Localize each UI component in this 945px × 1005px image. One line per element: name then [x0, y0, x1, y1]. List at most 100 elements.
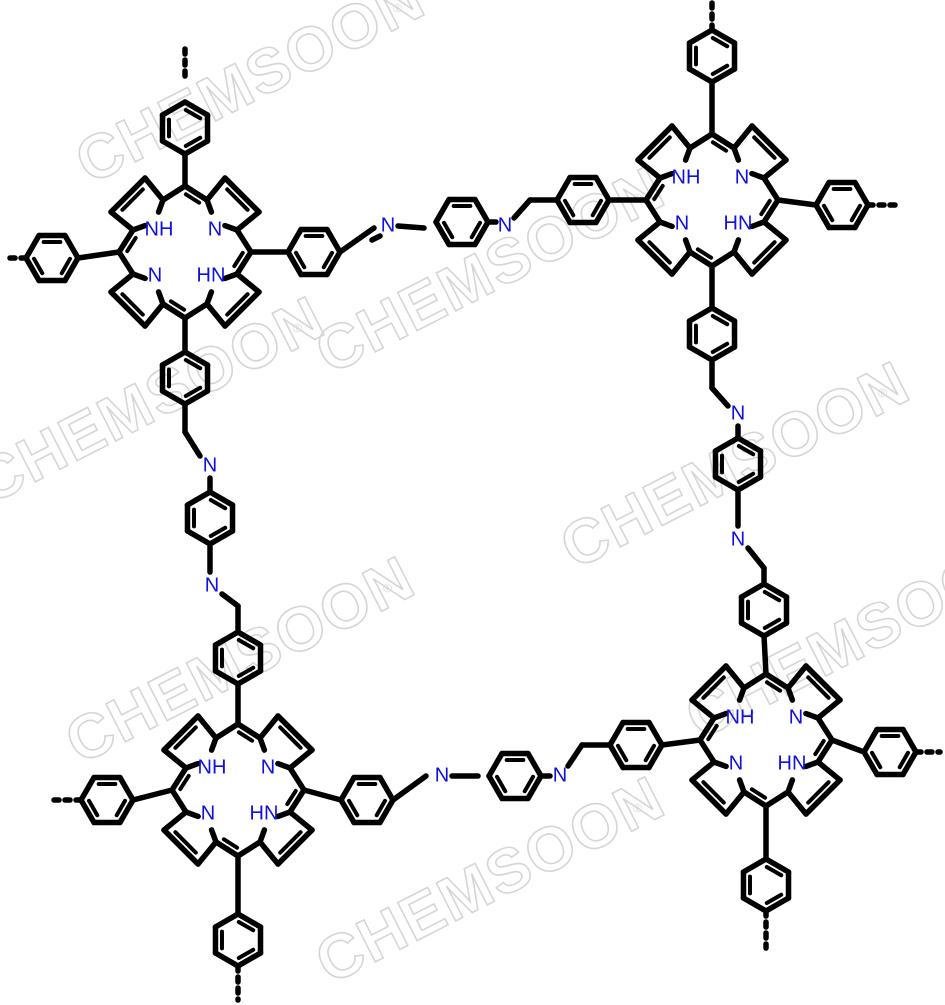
- n-label: N: [789, 706, 803, 728]
- bond: [761, 633, 769, 677]
- porphyrin-bond: [689, 777, 729, 817]
- porphyrin-bond: [741, 789, 769, 809]
- ring-bond: [377, 774, 396, 803]
- bond: [130, 787, 175, 803]
- porphyrin-bond: [287, 747, 315, 771]
- ring-bond: [735, 474, 764, 493]
- ring-bond: [593, 174, 612, 203]
- porphyrin-bond: [761, 157, 789, 181]
- ring-bond: [740, 895, 769, 914]
- bond: [659, 737, 703, 748]
- porphyrin-double-bond: [120, 187, 145, 212]
- porphyrin-bond: [161, 747, 189, 771]
- imine-n-label: N: [203, 454, 217, 476]
- n-label: N: [261, 756, 275, 778]
- ring-bond: [338, 797, 357, 826]
- bond: [301, 787, 344, 803]
- n-label: N: [208, 218, 222, 240]
- porphyrin-double-bond: [695, 247, 714, 260]
- ring-bond: [554, 197, 573, 226]
- ring-bond: [182, 349, 211, 368]
- porphyrin-double-bond: [225, 292, 250, 317]
- ring-double-bond: [849, 203, 863, 223]
- porphyrin-bond: [635, 219, 663, 243]
- ring-double-bond: [346, 798, 360, 818]
- n-label: N: [735, 166, 749, 188]
- ring-bond: [159, 388, 188, 407]
- ring-bond: [712, 474, 741, 493]
- porphyrin-double-bond: [806, 780, 831, 805]
- ring-bond: [117, 797, 136, 826]
- porphyrin-bond: [709, 249, 737, 269]
- porphyrin-bond: [815, 715, 835, 743]
- porphyrin-bond: [709, 131, 737, 151]
- ring-bond: [212, 629, 241, 648]
- porphyrin-bond: [287, 809, 315, 833]
- ring-double-bond: [183, 107, 203, 121]
- ring-double-bond: [710, 313, 730, 327]
- ring-double-bond: [762, 589, 782, 603]
- porphyrin-double-bond: [225, 187, 250, 212]
- nh-label: NH: [672, 166, 701, 188]
- ring-bond: [235, 629, 264, 648]
- porphyrin-bond: [803, 777, 843, 817]
- ring-bond: [813, 179, 832, 208]
- imine-n-label: N: [435, 764, 449, 786]
- ring-bond: [433, 196, 452, 225]
- ring-bond: [324, 226, 343, 255]
- ring-double-bond: [736, 471, 756, 485]
- porphyrin-bond: [635, 123, 675, 163]
- porphyrin-double-bond: [652, 183, 665, 202]
- watermark-text: CHEMSOON: [305, 153, 676, 388]
- porphyrin-bond: [234, 209, 262, 233]
- n-label: N: [201, 802, 215, 824]
- porphyrin-bond: [785, 789, 809, 817]
- terminal-phenyl-ring: [686, 27, 738, 85]
- hn-label: HN: [778, 752, 807, 774]
- ring-bond: [738, 581, 767, 600]
- n-label: N: [148, 264, 162, 286]
- bond-n: [369, 233, 383, 243]
- ring-double-bond: [869, 750, 883, 770]
- porphyrin-double-bond: [759, 198, 772, 217]
- phenylene-ring: [184, 489, 236, 547]
- ring-bond: [761, 581, 790, 600]
- ring-double-bond: [183, 135, 203, 149]
- ring-bond: [212, 668, 241, 687]
- ring-double-bond: [710, 341, 730, 355]
- porphyrin-double-bond: [178, 773, 191, 792]
- porphyrin-bond: [287, 765, 307, 793]
- ring-double-bond: [764, 864, 784, 878]
- porphyrin-bond: [687, 131, 715, 151]
- ring-bond: [763, 856, 792, 875]
- ring-double-bond: [59, 256, 73, 276]
- terminal-phenyl-ring: [740, 856, 792, 914]
- ring-bond: [207, 489, 236, 508]
- porphyrin-bond: [169, 765, 189, 793]
- porphyrin-double-bond: [278, 725, 303, 750]
- porphyrin-bond: [182, 301, 210, 321]
- ring-double-bond: [764, 892, 784, 906]
- ring-double-bond: [494, 774, 508, 794]
- porphyrin-bond: [275, 827, 315, 867]
- ring-double-bond: [762, 617, 782, 631]
- bond: [75, 249, 122, 261]
- ring-bond: [554, 174, 573, 203]
- porphyrin-bond: [689, 663, 729, 703]
- porphyrin-double-bond: [221, 837, 240, 850]
- porphyrin-bond: [749, 237, 789, 277]
- bond-n: [565, 742, 585, 769]
- ring-bond: [207, 528, 236, 547]
- linker-ring: [607, 719, 665, 771]
- porphyrin-bond: [116, 227, 136, 255]
- linker-ring: [212, 629, 264, 687]
- bond-n: [182, 429, 203, 459]
- ring-bond: [285, 226, 304, 255]
- ring-bond: [159, 349, 188, 368]
- ring-bond: [212, 911, 241, 930]
- ring-bond: [646, 742, 665, 771]
- bond-n: [511, 197, 533, 221]
- ring-bond: [184, 489, 213, 508]
- porphyrin-double-bond: [120, 292, 145, 317]
